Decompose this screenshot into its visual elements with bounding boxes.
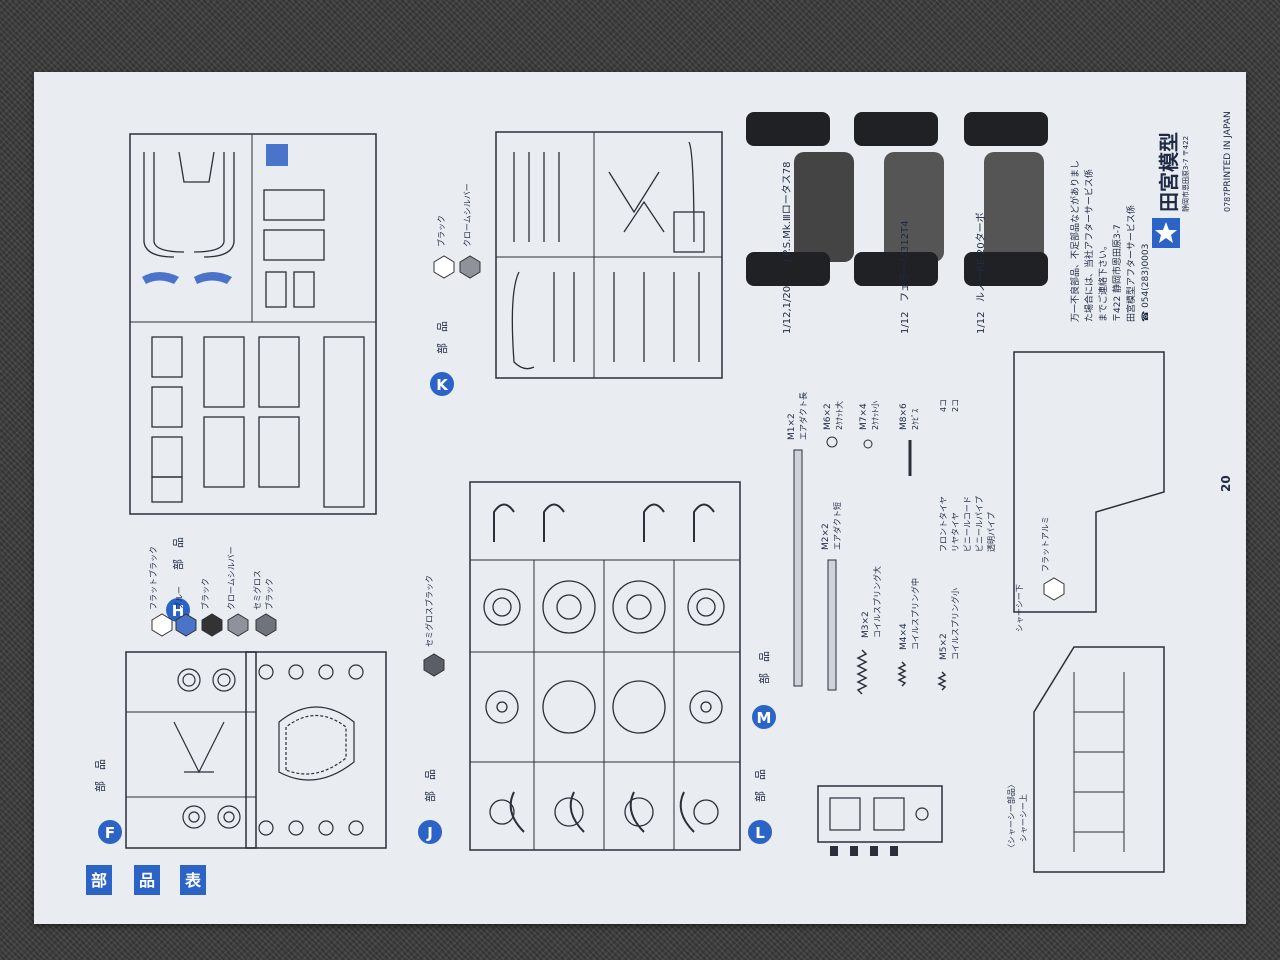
company-note-1: 万一不良部品、不足部品などがありまし (1069, 160, 1081, 322)
legend-black: ブラック (200, 578, 210, 610)
company-note-3: までご連絡下さい。 (1097, 241, 1109, 322)
page-number: 20 (1219, 475, 1233, 492)
legend-semigloss-black: ブラック (264, 578, 274, 610)
misc-item-3: ビニールコード (963, 496, 972, 552)
badge-j (418, 820, 442, 844)
page-code: 0787 (1223, 192, 1232, 212)
misc-item-2: リヤタイヤ (951, 512, 960, 552)
kit-1-name: J.P.S.Mk.Ⅲロータス78 (781, 161, 793, 263)
tube-long-size: M1×2 (787, 413, 797, 440)
nut-large (826, 436, 838, 448)
misc-qty-1: 4コ (939, 399, 948, 412)
chassis-title: 〈シャーシー部品〉 (1006, 780, 1016, 852)
legend-k-black: ブラック (436, 215, 446, 247)
sprue-f-title: 部 品 (93, 759, 107, 792)
badge-m (752, 705, 776, 729)
spring-large-size: M3×2 (861, 611, 871, 638)
legend-flat-black: フラットブラック (148, 546, 158, 610)
sprue-l-title: 部 品 (753, 769, 767, 802)
spring-small-size: M5×2 (939, 633, 949, 660)
sprue-l: L 部 品 (748, 769, 943, 856)
spring-medium (897, 661, 907, 687)
tab-char-1: 部 (91, 871, 107, 890)
nut-large-size: M6×2 (823, 403, 833, 430)
car-illustration-3 (964, 112, 1048, 286)
badge-f (98, 820, 122, 844)
spring-small-name: コイルスプリング小 (950, 588, 960, 660)
legend-semigloss: セミグロス (252, 570, 262, 610)
badge-m-letter: M (757, 709, 772, 727)
badge-k (430, 372, 454, 396)
kit-2-scale: 1/12 (900, 312, 911, 334)
screw-size: M8×6 (899, 403, 909, 430)
misc-qty-2: 2コ (951, 399, 960, 412)
nut-small-name: 2ｹﾅｯﾄ小 (871, 401, 880, 430)
company-note-2: た場合には、当社アフターサービス係 (1083, 169, 1095, 322)
company-address: 〒422 静岡市恩田原3-7 (1111, 224, 1123, 322)
badge-f-letter: F (105, 824, 115, 842)
misc-item-5: 透明パイプ (987, 512, 996, 552)
kit-2-name: フェラーリ312T4 (899, 220, 911, 302)
kit-1-scale: 1/12,1/20 (782, 286, 793, 334)
printed-in-japan: PRINTED IN JAPAN (1223, 111, 1233, 192)
misc-item-4: ビニールパイプ (975, 496, 984, 552)
spring-medium-size: M4×4 (899, 623, 909, 650)
legend-chrome-silver: クロームシルバー (227, 546, 236, 610)
tab-char-3: 表 (184, 871, 202, 890)
index-tabs: 部 品 表 (86, 865, 206, 895)
company-brand: 田宮模型 (1157, 132, 1181, 212)
badge-l-letter: L (755, 824, 765, 842)
car-illustration-2 (854, 112, 944, 286)
kit-3-name: ルノーRE-20ターボ (975, 212, 987, 302)
nut-small-size: M7×4 (859, 403, 869, 430)
car-illustration-1 (746, 112, 854, 286)
sprue-k: K 部 品 ブラック クロームシルバー (430, 131, 723, 396)
legend-blue: ブルー (174, 586, 184, 610)
sheet-drawing: 部 品 表 F 部 品 (86, 111, 1233, 895)
kit-catalog: 1/12,1/20 J.P.S.Mk.Ⅲロータス78 1/12 フェラーリ312… (746, 112, 1048, 334)
sprue-h-title: 部 品 (171, 537, 185, 570)
tube-short-name: エアダクト短 (832, 502, 842, 550)
tube-short-size: M2×2 (821, 523, 831, 550)
chassis-lower (1013, 351, 1165, 613)
chassis-upper (1033, 646, 1165, 873)
nut-small (863, 439, 873, 449)
tab-char-2: 品 (139, 871, 155, 890)
kit-3-scale: 1/12 (976, 312, 987, 334)
badge-l (748, 820, 772, 844)
chassis-legend: フラットアルミ (1041, 516, 1050, 572)
sprue-h: H 部 品 フラットブラック ブルー ブラック クロームシルバー セミグロス ブ… (129, 133, 377, 637)
company-dept: 田宮模型アフターサービス係 (1125, 205, 1137, 322)
chassis-lower-label: シャーシー下 (1015, 584, 1024, 632)
legend-j-semigloss-black: セミグロスブラック (424, 575, 434, 647)
screw-name: 2ｹﾋﾞｽ (911, 409, 920, 430)
badge-k-letter: K (436, 376, 449, 394)
spring-large (856, 649, 868, 695)
sprue-j: J 部 品 セミグロスブラック (418, 481, 741, 851)
instruction-sheet: 部 品 表 F 部 品 (34, 72, 1246, 924)
tube-short (827, 559, 837, 691)
misc-item-1: フロントタイヤ (939, 496, 948, 552)
chassis-upper-label: シャーシー上 (1019, 794, 1028, 842)
spring-small (937, 671, 947, 691)
badge-j-letter: J (426, 824, 433, 842)
company-block: 万一不良部品、不足部品などがありまし た場合には、当社アフターサービス係 までご… (1069, 132, 1190, 322)
tube-long (793, 449, 803, 687)
sprue-j-title: 部 品 (423, 769, 437, 802)
misc-parts-list: フロントタイヤ 4コ リヤタイヤ 2コ ビニールコード ビニールパイプ 透明パイ… (939, 399, 996, 552)
tube-long-name: エアダクト長 (798, 392, 808, 440)
chassis: 〈シャーシー部品〉 シャーシー上 シャーシー下 フラットアルミ (1006, 351, 1165, 873)
hardware-m: M 部 品 M1×2 エアダクト長 M2×2 エアダクト短 M3×2 コイルスプ… (752, 392, 960, 729)
badge-h-letter: H (172, 602, 185, 620)
hardware-m-title: 部 品 (757, 651, 771, 684)
legend-k-chrome: クロームシルバー (463, 183, 472, 247)
sprue-k-title: 部 品 (435, 321, 449, 354)
company-phone: ☎ 054(283)0003 (1141, 244, 1151, 322)
spring-medium-name: コイルスプリング中 (910, 578, 920, 650)
spring-large-name: コイルスプリング大 (872, 566, 882, 638)
nut-large-name: 2ｹﾅｯﾄ大 (834, 401, 844, 430)
sprue-f: F 部 品 (93, 651, 387, 849)
company-brand-sub: 静岡市恩田原3-7 〒422 (1181, 136, 1190, 212)
